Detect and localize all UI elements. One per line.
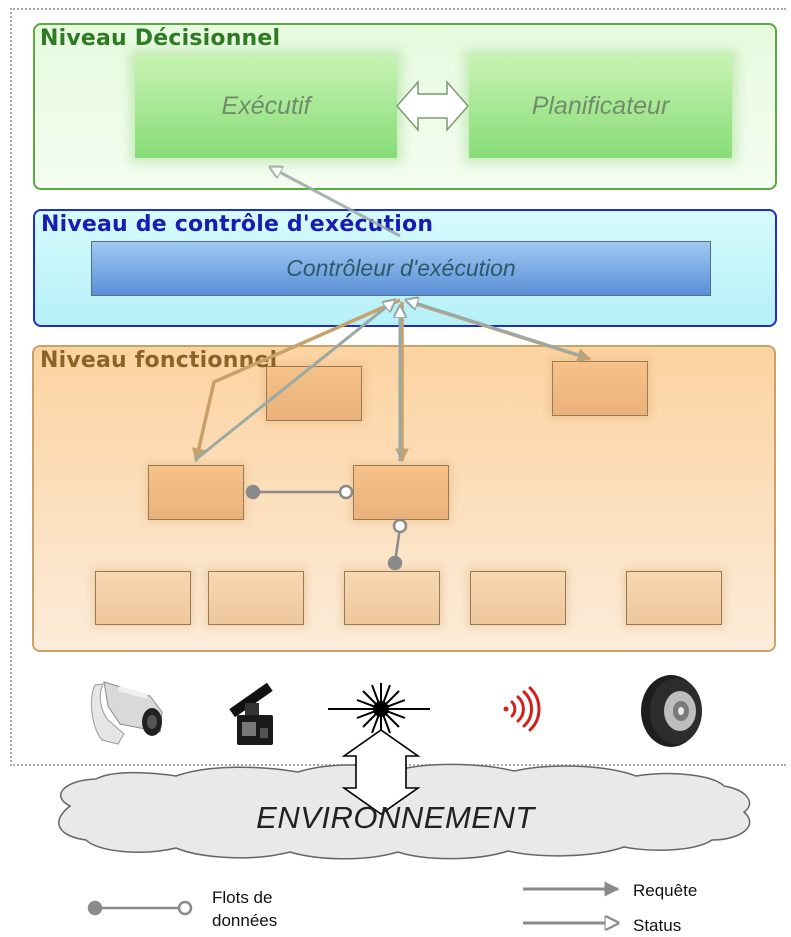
legend-data-flow: Flots de données — [212, 886, 277, 932]
camera-icon — [91, 681, 163, 745]
execution-controller-label: Contrôleur d'exécution — [286, 255, 516, 281]
pan-tilt-unit-icon — [229, 682, 273, 745]
planner-box: Planificateur — [469, 55, 732, 158]
wheel-icon — [641, 675, 702, 747]
status-arrow-right — [406, 300, 586, 359]
functional-module — [148, 465, 244, 520]
executive-box: Exécutif — [135, 55, 397, 158]
legend-status-label: Status — [633, 916, 682, 935]
status-arrow-to-executive — [270, 167, 401, 238]
functional-module — [626, 571, 722, 625]
environment-double-arrow — [341, 729, 421, 815]
data-flow-link — [245, 484, 354, 500]
bidirectional-arrow — [396, 80, 469, 132]
control-level-title: Niveau de contrôle d'exécution — [41, 212, 434, 237]
execution-controller-box: Contrôleur d'exécution — [91, 241, 711, 296]
environment-cloud — [58, 763, 751, 860]
functional-module — [208, 571, 304, 625]
functional-level-title: Niveau fonctionnel — [40, 348, 278, 373]
request-arrow-left — [191, 298, 401, 463]
environment-label: ENVIRONNEMENT — [256, 800, 535, 835]
legend-data-flow-line1: Flots de — [212, 888, 273, 907]
functional-module — [344, 571, 440, 625]
laser-icon — [328, 683, 430, 735]
data-flow-link — [387, 518, 408, 571]
functional-module — [552, 361, 648, 416]
decision-level-title: Niveau Décisionnel — [40, 26, 281, 51]
planner-label: Planificateur — [531, 92, 670, 120]
status-arrow-left — [194, 300, 395, 462]
executive-label: Exécutif — [221, 92, 311, 120]
legend-data-flow-symbol — [87, 900, 193, 916]
functional-module — [266, 366, 362, 421]
legend-request-label: Requête — [633, 881, 698, 900]
legend-data-flow-line2: données — [212, 911, 278, 930]
rfid-signal-icon — [503, 686, 541, 732]
functional-module — [470, 571, 566, 625]
functional-module — [95, 571, 191, 625]
